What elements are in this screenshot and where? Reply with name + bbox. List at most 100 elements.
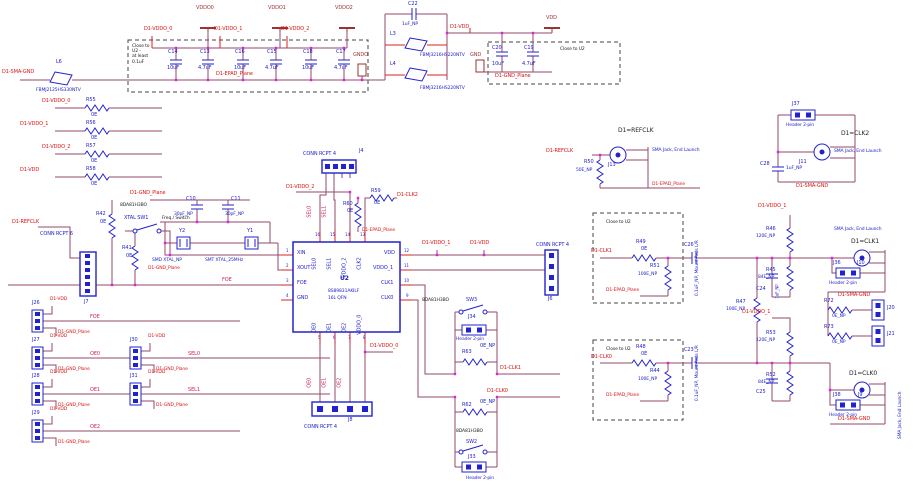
j37-ref: J37 (792, 101, 800, 107)
c23-note: 0.1uF_NP, Mount Pads L/R (694, 345, 700, 402)
r59-ref: R59 (371, 188, 381, 194)
j31-net: SEL1 (188, 387, 200, 393)
j31-ref: J31 (130, 373, 138, 379)
r55-ref: R55 (86, 97, 96, 103)
flag-refclk-left: D1-REFCLK (12, 219, 40, 225)
u2-pinno-7: 7 (348, 335, 351, 340)
u2-pin-gnd: GND (297, 295, 309, 301)
u2-pkg: 16L QFN (328, 296, 347, 301)
u2-pin-clk1: CLK1 (381, 280, 394, 286)
j34-label: Header 2-pin (456, 337, 485, 342)
sw2-ref: SW2 (466, 439, 477, 445)
c11-ref: C11 (231, 196, 241, 202)
flag-vddo1-u2: D1-VDDO_1 (422, 240, 451, 246)
flag-fan-vddo1: D1-VDDO_1 (20, 121, 49, 127)
j36-label: Header 2-pin (829, 281, 858, 286)
flag-vddo2-u2: D1-VDDO_2 (286, 184, 315, 190)
y2-val: SMD XTAL_NP (152, 258, 182, 263)
u2-pinno-13: 13 (360, 232, 365, 237)
u2-pinno-3: 3 (286, 278, 289, 283)
l6-ref: L6 (56, 59, 62, 65)
c11-val: 30pF_NP (225, 212, 244, 217)
u2-pinno-12: 12 (404, 248, 409, 253)
net-sma-gnd-clk2: D1-SMA-GND (796, 183, 829, 189)
conn-rcpt6-label: CONN RCPT 6 (40, 231, 73, 237)
j8-ref: J8 (348, 417, 353, 423)
flag-vddo1-term2: D1-VDDO_1 (742, 309, 771, 315)
note-close-clk0: Close to U2 (606, 347, 631, 352)
note-sma-clk1: SMA Jack, End Launch (834, 227, 882, 232)
flag-fan-vddo2: D1-VDDO_2 (42, 144, 71, 150)
j28-gnd: D1-GND_Plane (58, 403, 90, 408)
r63-ref: R63 (462, 349, 472, 355)
u2-pin-vddo2: VDDO_2 (341, 257, 348, 278)
note-sma-clk2: SMA Jack, End Launch (834, 149, 882, 154)
j27-ref: J27 (32, 337, 40, 343)
r59-val: 0E (374, 200, 381, 206)
flag-vddo1-term1: D1-VDDO_1 (758, 203, 787, 209)
u2-pinno-10: 10 (404, 278, 409, 283)
r46-val: 120E_NP (756, 234, 776, 239)
net-sma-gnd-clk0: D1-SMA-GND (838, 416, 871, 422)
net-oe2-rot: OE2 (336, 377, 343, 388)
flag-clk0: D1-CLK0 (591, 354, 612, 360)
j27-net: OE0 (90, 351, 100, 357)
r58-ref: R58 (86, 166, 96, 172)
c26-note: 0.1uF_NP, Mount Pads L/R (694, 240, 700, 297)
c16-val: 10uF (234, 65, 247, 71)
r62-ref: R62 (462, 402, 472, 408)
r55-val: 0E (91, 112, 98, 118)
r63-val: 0E_NP (480, 343, 496, 349)
j37-label: Header 2-pin (786, 123, 815, 128)
sw3-ref: SW3 (466, 297, 477, 303)
j26-ref: J26 (32, 300, 40, 306)
l3-val: FBMJ3216HS220NTV (420, 53, 465, 58)
title-refclk: D1=REFCLK (618, 127, 654, 134)
j29-gnd: D1-GND_Plane (58, 440, 90, 445)
r50-val: 50E_NP (576, 168, 593, 173)
u2-ic-body (292, 241, 401, 333)
r49-ref: R49 (636, 239, 646, 245)
net-sma-gnd-left: D1-SMA-GND (2, 69, 35, 75)
r60-ref: R60 (343, 201, 353, 207)
net-gnd-plane-xtal2: D1-GND_Plane (148, 266, 180, 271)
j11-ref: J11 (799, 159, 807, 165)
u2-pinno-11: 11 (404, 263, 409, 268)
c22-ref: C22 (408, 1, 418, 7)
j38-label: Header 2-pin (829, 413, 858, 418)
l4-val: FBMJ3216HS220NTV (420, 86, 465, 91)
flag-clk2-u2: D1-CLK2 (397, 192, 418, 198)
net-epad-refclk: D1-EPAD_Plane (652, 182, 686, 187)
u2-pin-vddo0: VDDO_0 (356, 314, 363, 335)
c14-val: 10uF (167, 65, 180, 71)
j33-ref: J33 (468, 454, 476, 460)
title-clk0: D1=CLK0 (849, 370, 878, 377)
u2-part: 8S89831AKILF (328, 289, 360, 294)
wires-maroon (8, 13, 886, 468)
c26-ref: C26 (684, 242, 694, 248)
u2-pin-sel1: SEL1 (326, 257, 333, 270)
j33-label: Header 2-pin (466, 476, 495, 481)
junction-dots (110, 31, 834, 399)
flag-vdd-top: D1-VDD (450, 24, 470, 30)
c10-val: 30pF_NP (174, 212, 193, 217)
net-epad-clk1: D1-EPAD_Plane (606, 288, 640, 293)
flag-vdd-u2: D1-VDD (470, 240, 490, 246)
c13-ref: C13 (200, 49, 210, 55)
j28-flag-vdd: D1-VDD (50, 370, 68, 375)
title-clk1: D1=CLK1 (851, 238, 880, 245)
pwr-vddo1: VDDO1 (268, 5, 286, 11)
r57-ref: R57 (86, 143, 96, 149)
l3-ref: L3 (390, 31, 396, 37)
net-clk0-mid: D1-CLK0 (487, 388, 508, 394)
j10-ref: J10 (857, 260, 865, 266)
title-clk2: D1=CLK2 (841, 130, 870, 137)
c17-ref: C17 (336, 49, 346, 55)
u2-pin-oe2: OE2 (341, 322, 348, 333)
net-gnd-plane-top: D1-GND_Plane (495, 73, 531, 79)
y1-ref: Y1 (247, 228, 254, 234)
r44-val: 100E_NP (638, 377, 658, 382)
r53-val: 120E_NP (756, 338, 776, 343)
net-gnd-plane-xtal: D1-GND_Plane (130, 190, 166, 196)
